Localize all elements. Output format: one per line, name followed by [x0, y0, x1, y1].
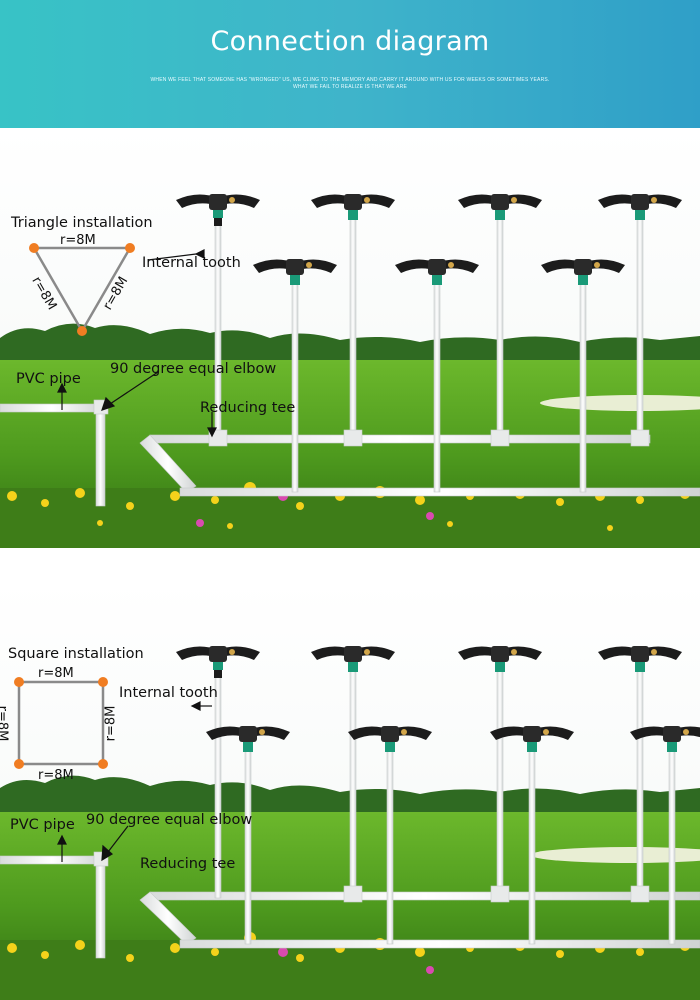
- page-title: Connection diagram: [0, 26, 700, 57]
- radius-label-bottom: r=8M: [38, 768, 74, 783]
- header-banner: Connection diagram WHEN WE FEEL THAT SOM…: [0, 0, 700, 128]
- triangle-scene: [0, 128, 700, 548]
- header-subtitle: WHEN WE FEEL THAT SOMEONE HAS "WRONGED" …: [120, 77, 580, 91]
- internal-tooth-label: Internal tooth: [119, 685, 218, 701]
- radius-label-top: r=8M: [38, 666, 74, 681]
- node-top-left: [14, 677, 24, 687]
- installation-title: Triangle installation: [11, 215, 153, 231]
- reducing-tee-label: Reducing tee: [140, 856, 235, 872]
- triangle-installation-panel: Triangle installation r=8M r=8M r=8M Int…: [0, 128, 700, 548]
- node-left: [29, 243, 39, 253]
- square-installation-panel: Square installation r=8M r=8M r=8M r=8M …: [0, 580, 700, 1000]
- internal-tooth-label: Internal tooth: [142, 255, 241, 271]
- elbow-label: 90 degree equal elbow: [110, 361, 276, 377]
- radius-label-left: r=8M: [0, 706, 9, 742]
- pvc-pipe-label: PVC pipe: [10, 817, 75, 833]
- node-bottom: [77, 326, 87, 336]
- reducing-tee-label: Reducing tee: [200, 400, 295, 416]
- node-bottom-left: [14, 759, 24, 769]
- header-subtitle-line-1: WHEN WE FEEL THAT SOMEONE HAS "WRONGED" …: [120, 77, 580, 84]
- node-right: [125, 243, 135, 253]
- installation-title: Square installation: [8, 646, 144, 662]
- node-top-right: [98, 677, 108, 687]
- elbow-label: 90 degree equal elbow: [86, 812, 252, 828]
- radius-label-right: r=8M: [103, 706, 118, 742]
- square-scene: [0, 580, 700, 1000]
- header-subtitle-line-2: WHAT WE FAIL TO REALIZE IS THAT WE ARE: [120, 84, 580, 91]
- radius-label-top: r=8M: [60, 233, 96, 248]
- pvc-pipe-label: PVC pipe: [16, 371, 81, 387]
- node-bottom-right: [98, 759, 108, 769]
